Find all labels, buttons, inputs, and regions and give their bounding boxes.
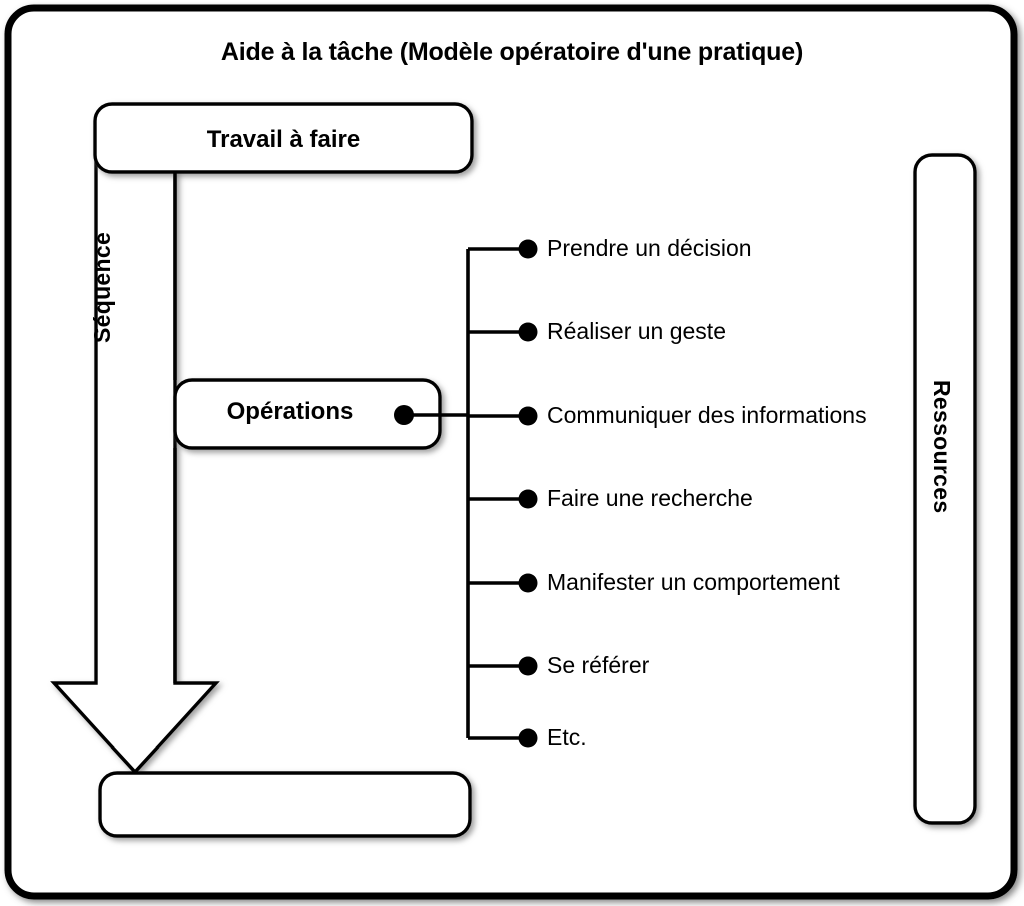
operation-item-label: Communiquer des informations (547, 402, 867, 428)
bullet-dot-icon (518, 406, 538, 426)
bullet-dot-icon (518, 656, 538, 676)
operation-item-label: Faire une recherche (547, 485, 753, 511)
operation-item-label: Manifester un comportement (547, 569, 840, 595)
operation-item-label: Se référer (547, 652, 650, 678)
operation-item-stubs (468, 247, 522, 740)
bullet-dot-icon (518, 728, 538, 748)
bullet-dot-icon (518, 489, 538, 509)
bullet-dot-icon (518, 573, 538, 593)
ressources-box[interactable] (913, 153, 977, 825)
operation-item-label: Prendre un décision (547, 235, 752, 261)
result-box[interactable] (98, 771, 472, 838)
operation-item-label: Etc. (547, 724, 587, 750)
sequence-label: Séquence (89, 231, 115, 343)
bullet-dot-icon (518, 239, 538, 259)
travail-a-faire-label: Travail à faire (206, 126, 361, 153)
operation-item-label: Réaliser un geste (547, 318, 726, 344)
page-title: Aide à la tâche (Modèle opératoire d'une… (220, 38, 804, 66)
outer-frame (4, 4, 1018, 900)
travail-a-faire-box[interactable] (93, 102, 474, 174)
bullet-dot-icon (518, 322, 538, 342)
arrow-tip-overlay (110, 745, 160, 775)
operation-item-bullets (518, 239, 538, 748)
operations-label: Opérations (226, 398, 354, 425)
ressources-label: Ressources (929, 380, 955, 514)
